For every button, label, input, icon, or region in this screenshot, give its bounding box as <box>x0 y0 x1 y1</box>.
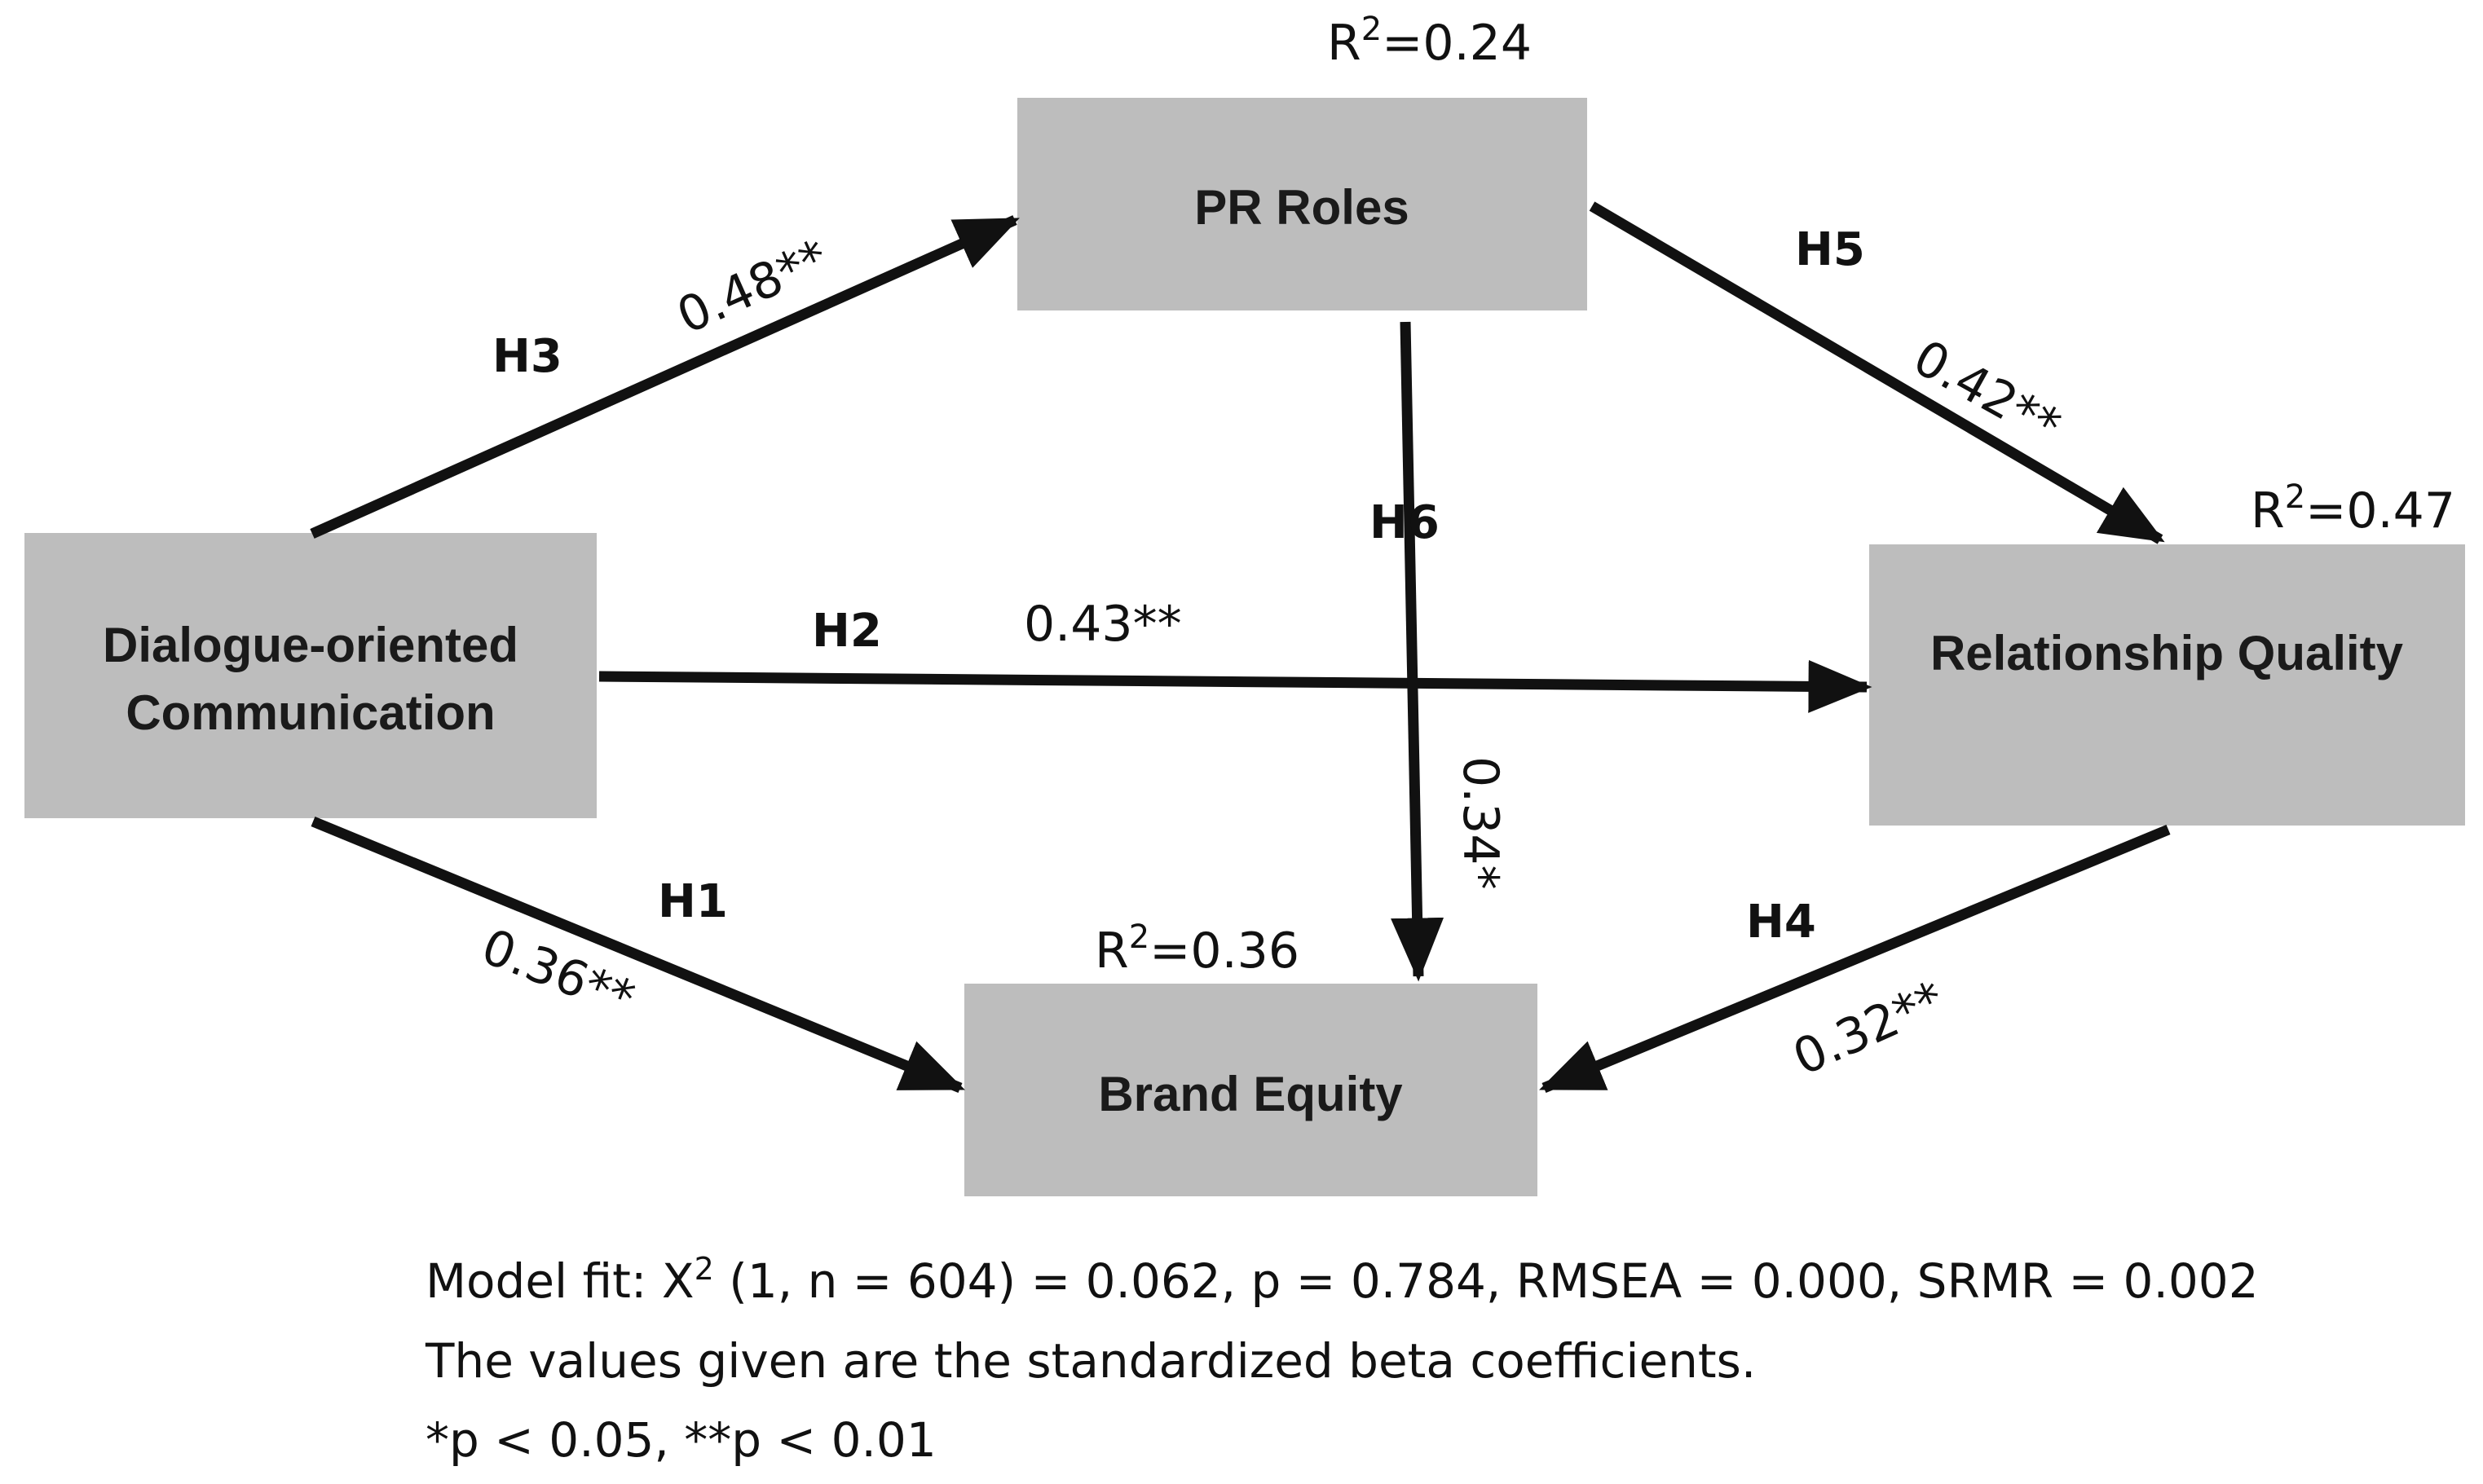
coef-h6: 0.34* <box>1452 756 1509 890</box>
edge-h6 <box>1391 321 1444 982</box>
node-dialogue-box <box>24 533 597 818</box>
hyp-label-h3: H3 <box>492 330 562 383</box>
r2-relationship: R2=0.47 <box>2251 478 2455 539</box>
node-dialogue-label-line1: Dialogue-oriented <box>103 618 518 672</box>
beta-coefficients-note: The values given are the standardized be… <box>425 1333 1756 1389</box>
hyp-label-h6: H6 <box>1369 496 1440 549</box>
coef-h1: 0.36** <box>474 918 642 1028</box>
coef-h3: 0.48** <box>669 229 836 346</box>
coef-h2: 0.43** <box>1024 596 1182 653</box>
edge-h2 <box>598 659 1872 713</box>
node-brand-box <box>964 984 1537 1196</box>
hyp-label-h1: H1 <box>658 875 728 928</box>
node-pr-roles-box <box>1017 98 1587 310</box>
node-brand-label: Brand Equity <box>1098 1067 1403 1121</box>
node-dialogue-label-line2: Communication <box>126 685 495 740</box>
model-fit-note: Model fit: X2 (1, n = 604) = 0.062, p = … <box>426 1251 2259 1309</box>
node-pr-roles-label: PR Roles <box>1194 180 1409 235</box>
significance-note: *p < 0.05, **p < 0.01 <box>426 1412 937 1468</box>
edge-h1 <box>311 816 966 1094</box>
hyp-label-h4: H4 <box>1746 896 1816 949</box>
edge-h3 <box>310 215 1020 539</box>
r2-brand: R2=0.36 <box>1095 918 1299 980</box>
edge-h5 <box>1589 201 2165 544</box>
r2-pr-roles: R2=0.24 <box>1327 11 1532 72</box>
edge-h4 <box>1538 824 2171 1094</box>
coef-h4: 0.32** <box>1785 971 1952 1087</box>
node-relationship-box <box>1869 544 2465 826</box>
hyp-label-h5: H5 <box>1795 223 1865 276</box>
hyp-label-h2: H2 <box>812 605 882 658</box>
node-relationship-label: Relationship Quality <box>1930 626 2404 680</box>
